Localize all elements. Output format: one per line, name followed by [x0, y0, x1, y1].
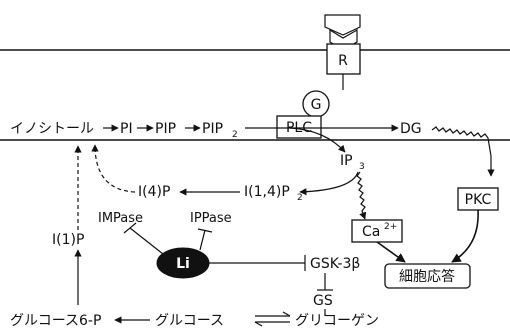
- wavy-arrow-ip3-ca: [357, 172, 365, 219]
- ca-superscript: 2+: [384, 222, 397, 232]
- pip2-label: PIP: [202, 121, 223, 137]
- pip-label: PIP: [155, 121, 176, 137]
- lithium-label: Li: [176, 256, 190, 272]
- dashed-arrow-i4p-inositol: [95, 145, 135, 192]
- glycogen-label: グリコーゲン: [295, 313, 379, 329]
- inhibit-li-ippase: [200, 230, 205, 250]
- arrow-pkc-response: [452, 210, 478, 262]
- arrow-ip3-i14p2: [300, 172, 358, 192]
- arrow-ca-response: [377, 242, 405, 262]
- inositol-label: イノシトール: [10, 121, 94, 137]
- ip3-subscript: 3: [359, 162, 365, 172]
- i1p-label: I(1)P: [52, 232, 84, 248]
- g-protein-label: G: [311, 97, 322, 113]
- dg-label: DG: [400, 121, 422, 137]
- wavy-arrow-dg-pkc: [432, 127, 491, 176]
- i4p-label: I(4)P: [138, 184, 170, 200]
- receptor-label: R: [338, 53, 348, 69]
- glucose6p-label: グルコース6-P: [10, 313, 101, 329]
- inhibit-li-impase: [130, 228, 163, 254]
- glucose-label: グルコース: [155, 313, 224, 329]
- i14p2-label: I(1,4)P: [244, 184, 290, 200]
- gsk3b-label: GSK-3β: [310, 256, 360, 272]
- receptor: R: [325, 15, 360, 90]
- i14p2-subscript: 2: [297, 193, 303, 203]
- impase-label: IMPase: [98, 211, 143, 226]
- gs-label: GS: [313, 293, 333, 309]
- cell-response-label: 細胞応答: [399, 268, 455, 285]
- pip2-subscript: 2: [232, 130, 238, 140]
- pkc-label: PKC: [465, 192, 492, 208]
- ca-label: Ca: [362, 224, 380, 240]
- pi-label: PI: [120, 121, 133, 137]
- ippase-label: IPPase: [190, 211, 232, 226]
- ip3-label: IP: [340, 153, 353, 169]
